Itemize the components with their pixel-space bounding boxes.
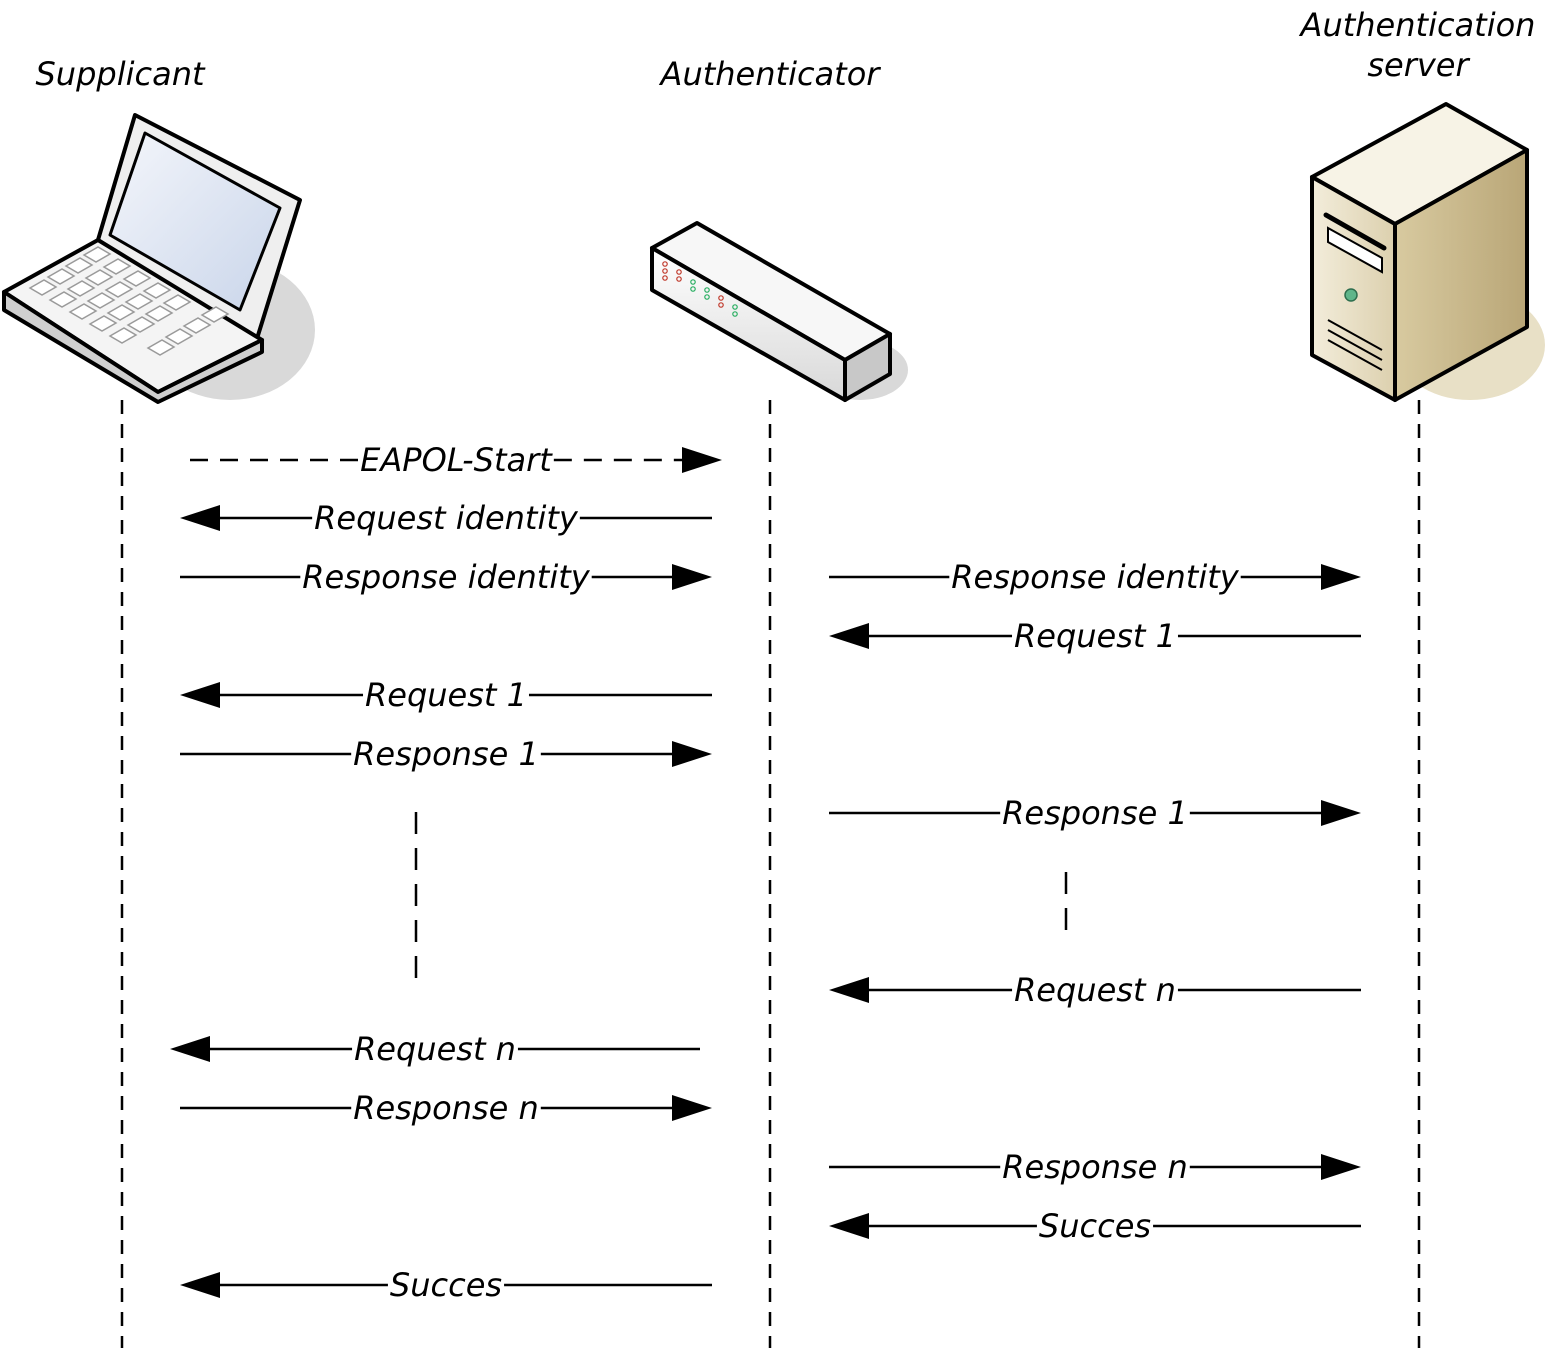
message-label: Request 1 bbox=[365, 676, 527, 714]
participant-server-label-line2: server bbox=[1367, 46, 1470, 84]
message-label: Succes bbox=[1039, 1207, 1151, 1245]
arrowhead bbox=[672, 741, 712, 767]
message-arrow: Response identity bbox=[829, 558, 1361, 596]
message-label: Response n bbox=[353, 1089, 539, 1127]
tower-server-icon bbox=[1310, 102, 1545, 402]
arrowhead bbox=[180, 682, 220, 708]
arrowhead bbox=[1321, 564, 1361, 590]
message-label: Response identity bbox=[302, 558, 590, 596]
arrowhead bbox=[672, 564, 712, 590]
participant-server-label-line1: Authentication bbox=[1299, 6, 1536, 44]
arrowhead bbox=[829, 977, 869, 1003]
arrowhead bbox=[829, 1213, 869, 1239]
message-arrow: Response n bbox=[829, 1148, 1361, 1186]
arrowhead bbox=[170, 1036, 210, 1062]
arrowhead bbox=[1321, 800, 1361, 826]
message-arrow: Request 1 bbox=[829, 617, 1361, 655]
arrowhead bbox=[682, 447, 722, 473]
laptop-icon bbox=[2, 113, 315, 404]
participant-supplicant-label: Supplicant bbox=[35, 55, 205, 93]
message-arrow: Request n bbox=[170, 1030, 700, 1068]
message-arrow: EAPOL-Start bbox=[190, 441, 722, 479]
message-label: Response identity bbox=[951, 558, 1239, 596]
message-label: Request n bbox=[1014, 971, 1176, 1009]
arrowhead bbox=[180, 1272, 220, 1298]
message-arrow: Response identity bbox=[180, 558, 712, 596]
arrowhead bbox=[829, 623, 869, 649]
message-arrow: Request n bbox=[829, 971, 1361, 1009]
message-label: Response 1 bbox=[1002, 794, 1188, 832]
message-label: EAPOL-Start bbox=[360, 441, 553, 479]
message-arrow: Succes bbox=[829, 1207, 1361, 1245]
participant-authenticator-label: Authenticator bbox=[659, 55, 882, 93]
message-label: Request n bbox=[354, 1030, 516, 1068]
message-label: Succes bbox=[390, 1266, 502, 1304]
message-label: Response n bbox=[1002, 1148, 1188, 1186]
message-arrow: Request identity bbox=[180, 499, 712, 537]
message-arrow: Response n bbox=[180, 1089, 712, 1127]
message-arrow: Succes bbox=[180, 1266, 712, 1304]
message-arrow: Request 1 bbox=[180, 676, 712, 714]
message-label: Request identity bbox=[314, 499, 579, 537]
network-switch-icon bbox=[650, 221, 908, 402]
message-arrow: Response 1 bbox=[829, 794, 1361, 832]
arrowhead bbox=[1321, 1154, 1361, 1180]
arrowhead bbox=[672, 1095, 712, 1121]
message-label: Request 1 bbox=[1014, 617, 1176, 655]
message-label: Response 1 bbox=[353, 735, 539, 773]
message-arrow: Response 1 bbox=[180, 735, 712, 773]
arrowhead bbox=[180, 505, 220, 531]
